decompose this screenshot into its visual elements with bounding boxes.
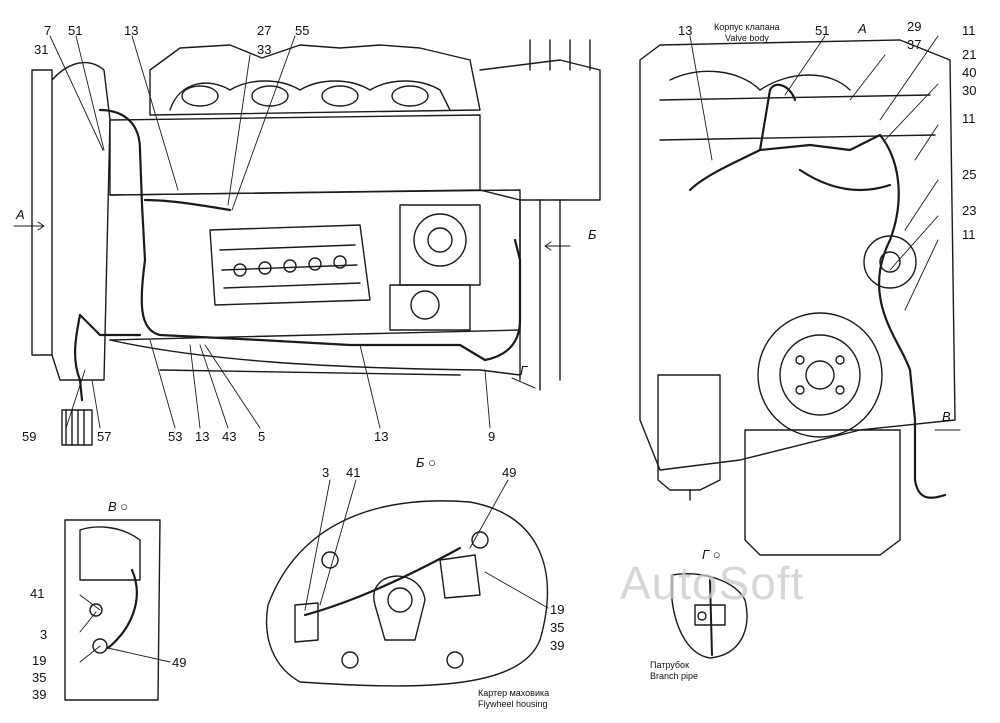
main-harness-wire	[73, 108, 522, 402]
detail-g	[671, 573, 748, 659]
callout-r23: 23	[962, 203, 977, 218]
main-engine-side-view	[31, 39, 601, 446]
right-harness-wire	[688, 83, 947, 499]
detail-b-flywheel-housing	[265, 500, 548, 687]
callout-v41: 41	[30, 586, 45, 601]
callout-27: 27	[257, 23, 272, 38]
callout-b49: 49	[502, 465, 517, 480]
callout-b39: 39	[550, 638, 565, 653]
callout-5: 5	[258, 429, 266, 444]
detail-v	[64, 519, 161, 701]
view-letter-b-main: Б	[588, 227, 597, 242]
caption-flywheel-ru: Картер маховика	[478, 688, 550, 698]
view-letter-g-main: Г	[520, 363, 528, 378]
caption-valve-body-en: Valve body	[725, 33, 769, 43]
leader-lines	[49, 35, 939, 663]
callout-r11b: 11	[962, 111, 976, 126]
callout-r11: 11	[962, 23, 976, 38]
caption-valve-body-ru: Корпус клапана	[714, 22, 780, 32]
view-letter-v-right: В	[942, 409, 951, 424]
callout-v49: 49	[172, 655, 187, 670]
right-engine-front-view	[639, 39, 956, 556]
callout-b35: 35	[550, 620, 565, 635]
callout-31: 31	[34, 42, 49, 57]
callout-b19: 19	[550, 602, 565, 617]
callout-v19: 19	[32, 653, 47, 668]
callout-r40: 40	[962, 65, 977, 80]
callout-9: 9	[488, 429, 496, 444]
callout-r25: 25	[962, 167, 977, 182]
caption-branch-ru: Патрубок	[650, 660, 690, 670]
callout-13b: 13	[195, 429, 210, 444]
view-arrows	[13, 221, 961, 431]
detail-title-b: Б ○	[416, 455, 436, 470]
callout-59: 59	[22, 429, 37, 444]
callout-b3: 3	[322, 465, 330, 480]
callout-b41: 41	[346, 465, 361, 480]
callout-r29: 29	[907, 19, 922, 34]
callout-v3: 3	[40, 627, 48, 642]
callout-v39: 39	[32, 687, 47, 702]
callout-v35: 35	[32, 670, 47, 685]
detail-title-g: Г ○	[702, 547, 721, 562]
view-letter-a-right: А	[858, 21, 867, 36]
callout-r21: 21	[962, 47, 977, 62]
callout-r13: 13	[678, 23, 693, 38]
callout-53: 53	[168, 429, 183, 444]
callout-13: 13	[124, 23, 139, 38]
callout-7: 7	[44, 23, 52, 38]
detail-title-v: В ○	[108, 499, 129, 514]
view-letter-a-main: А	[16, 207, 25, 222]
callout-r11c: 11	[962, 227, 976, 242]
caption-branch-en: Branch pipe	[650, 671, 699, 681]
callout-r37: 37	[907, 37, 922, 52]
callout-r30: 30	[962, 83, 977, 98]
callout-51: 51	[68, 23, 83, 38]
callout-55: 55	[295, 23, 310, 38]
callout-57: 57	[97, 429, 112, 444]
caption-flywheel-en: Flywheel housing	[478, 699, 548, 709]
callout-33: 33	[257, 42, 272, 57]
callout-13c: 13	[374, 429, 389, 444]
callout-r51: 51	[815, 23, 830, 38]
callout-43: 43	[222, 429, 237, 444]
watermark: AutoSoft	[620, 557, 805, 609]
